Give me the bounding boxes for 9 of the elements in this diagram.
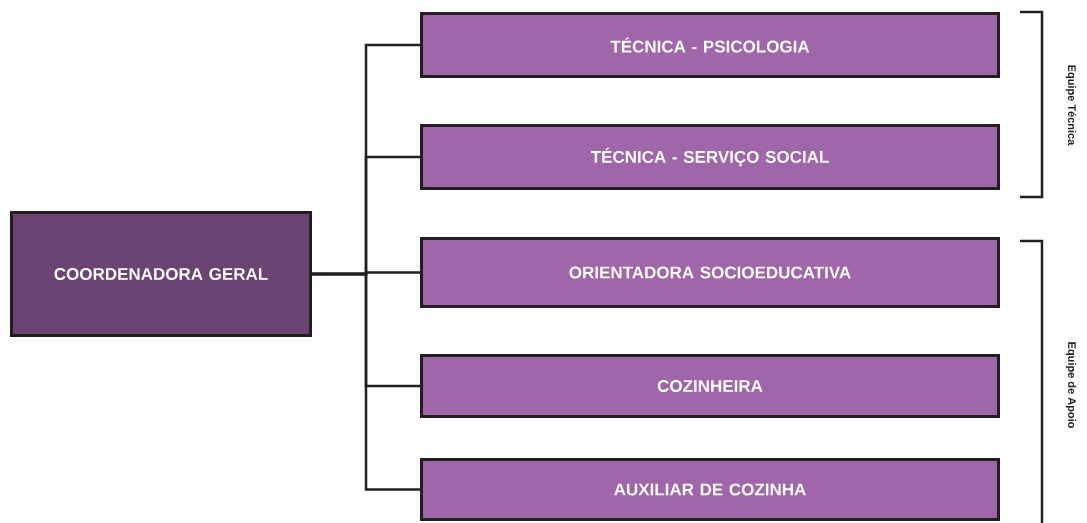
role-box: COORDENADORA GERAL xyxy=(10,211,312,337)
role-box: AUXILIAR DE COZINHA xyxy=(420,458,1000,521)
connector-line xyxy=(312,272,420,491)
role-box: COZINHEIRA xyxy=(420,354,1000,418)
group-label: Equipe Técnica xyxy=(1065,65,1077,146)
role-box: TÉCNICA - PSICOLOGIA xyxy=(420,12,1000,78)
group-label: Equipe de Apoio xyxy=(1065,342,1077,428)
role-box: TÉCNICA - SERVIÇO SOCIAL xyxy=(420,124,1000,190)
role-box: ORIENTADORA SOCIOEDUCATIVA xyxy=(420,237,1000,308)
